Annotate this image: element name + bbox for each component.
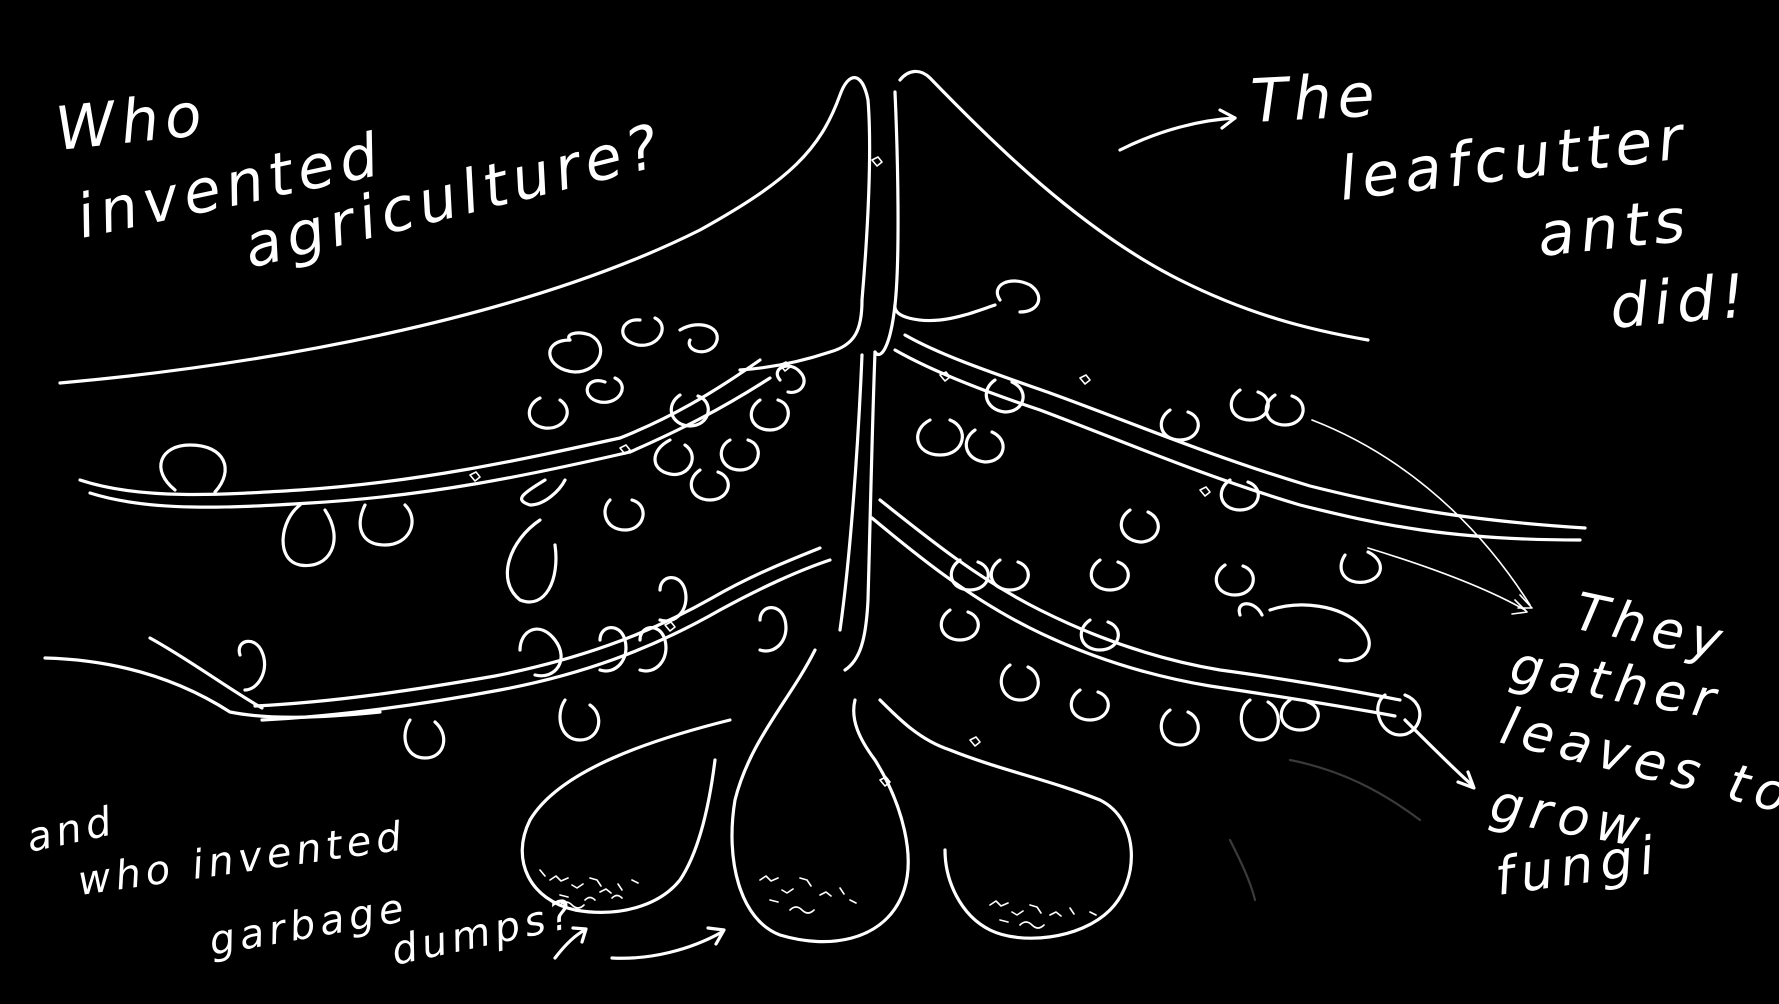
- question-garbage-line3: garbage: [206, 885, 412, 965]
- arrows-to-gather-note: [1312, 420, 1532, 788]
- question-agriculture-line1: Who: [52, 79, 211, 165]
- arrows-to-garbage-chambers: [555, 928, 724, 958]
- left-lower-tunnel: [45, 548, 830, 720]
- erased-mark: [1230, 840, 1255, 900]
- question-garbage-line1: and: [23, 798, 121, 862]
- answer-line4: did!: [1607, 261, 1753, 343]
- main-shaft: [740, 300, 895, 670]
- question-garbage-line2: who invented: [75, 813, 409, 905]
- erased-mark: [1290, 760, 1420, 820]
- question-garbage-line4: dumps?: [388, 891, 581, 975]
- garbage-debris: [540, 870, 1096, 928]
- question-garbage: and who invented garbage dumps?: [23, 798, 581, 975]
- garbage-chambers: [522, 650, 1131, 942]
- question-agriculture: Who invented agriculture?: [52, 79, 671, 282]
- answer-leafcutter: The leafcutter ants did!: [1249, 60, 1754, 343]
- arrow-to-answer: [1120, 110, 1235, 150]
- gather-note: They gather leaves to grow fungi: [1486, 582, 1779, 908]
- answer-line3: ants: [1534, 185, 1694, 271]
- left-upper-tunnel: [80, 360, 770, 507]
- answer-line1: The: [1249, 60, 1382, 137]
- fungus-chambers: [161, 281, 1420, 758]
